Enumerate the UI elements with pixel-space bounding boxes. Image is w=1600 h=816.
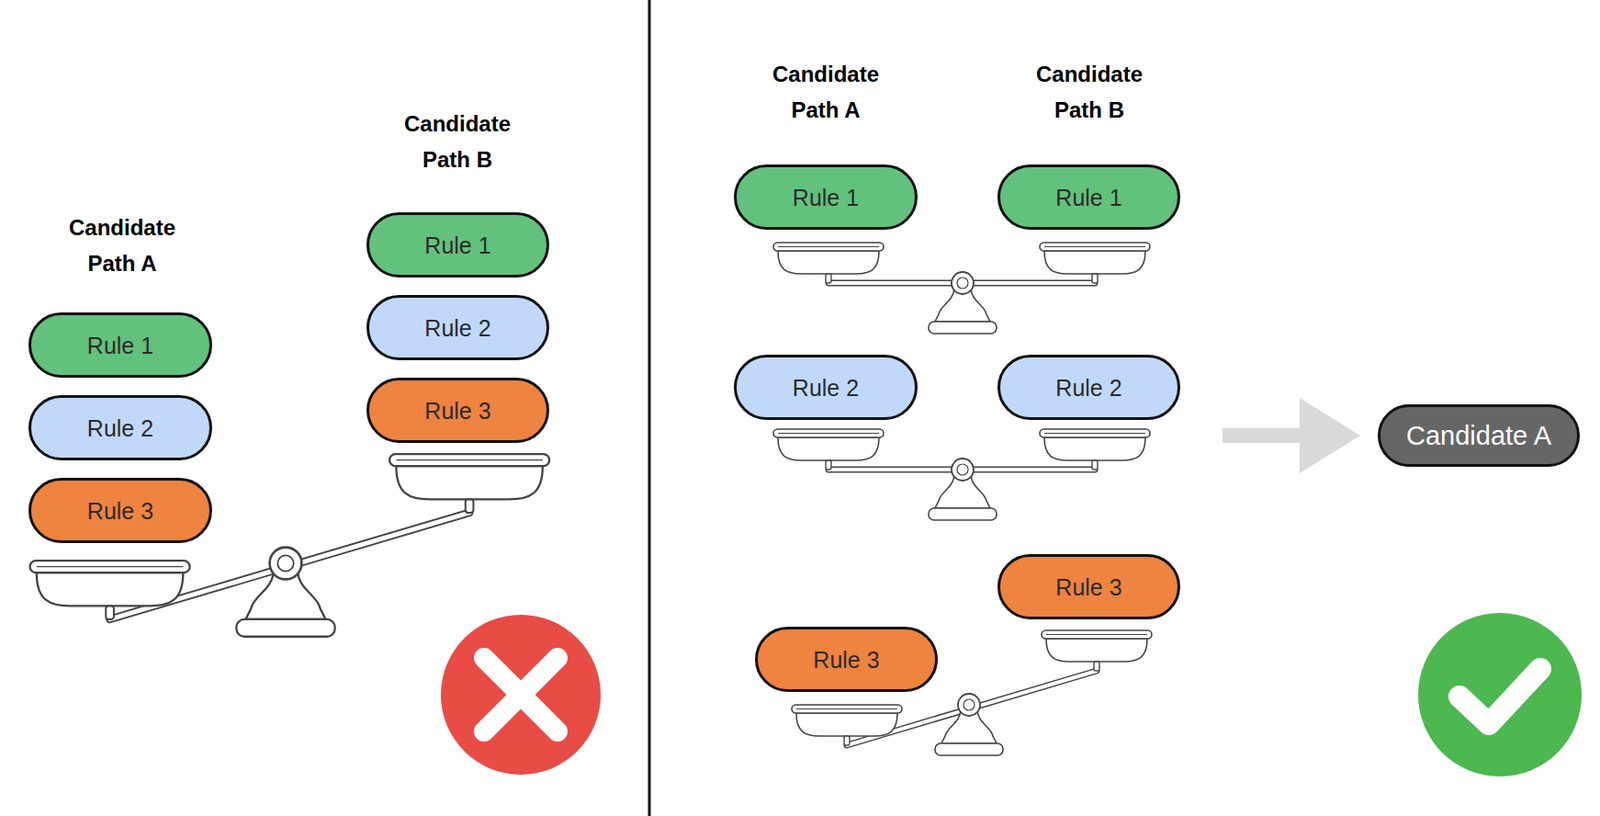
rule-box: Rule 1 (733, 164, 918, 230)
box-label: Rule 2 (87, 414, 154, 442)
scale-pan (773, 242, 884, 283)
rule-box: Rule 1 (366, 212, 550, 278)
scale-pan (1039, 428, 1150, 470)
accept-circle (1418, 612, 1582, 777)
check-stroke (1459, 668, 1541, 724)
reject-circle (440, 614, 601, 775)
scale-pivot (928, 458, 997, 520)
scale-pan (389, 453, 550, 513)
rule-box: Rule 2 (366, 294, 550, 361)
box-label: Rule 3 (812, 645, 879, 674)
result-arrow (1222, 397, 1361, 474)
cross-stroke (484, 657, 558, 732)
balance-scale (791, 630, 1152, 755)
box-label: Candidate A (1406, 419, 1552, 452)
panel-divider (648, 0, 652, 816)
rule-box: Rule 2 (733, 354, 918, 420)
rule-box: Rule 3 (997, 553, 1181, 620)
box-label: Rule 1 (424, 231, 491, 260)
scale-pan (791, 704, 902, 745)
column-heading: Candidate Path A (48, 209, 196, 282)
rule-box: Rule 2 (997, 354, 1181, 420)
box-label: Rule 2 (1055, 373, 1122, 402)
balance-scale (773, 242, 1150, 334)
scale-pivot (928, 271, 997, 334)
scale-pivot (935, 693, 1003, 755)
rule-box: Rule 3 (28, 477, 213, 543)
box-label: Rule 2 (792, 373, 859, 402)
balance-scale (773, 428, 1150, 520)
scale-pan (1039, 242, 1150, 283)
box-label: Rule 1 (87, 331, 154, 360)
result-box: Candidate A (1377, 404, 1580, 467)
box-label: Rule 3 (424, 396, 491, 425)
rule-box: Rule 3 (754, 626, 938, 692)
reject-mark (440, 614, 601, 775)
rule-box: Rule 3 (366, 377, 550, 443)
scale-pivot (236, 547, 335, 637)
scale-pan (30, 560, 191, 620)
scale-pan (1041, 630, 1152, 671)
scale-pan (773, 428, 884, 470)
box-label: Rule 2 (424, 314, 491, 342)
rule-box: Rule 1 (28, 312, 213, 378)
box-label: Rule 3 (1055, 573, 1122, 601)
cross-stroke (484, 657, 558, 732)
column-heading: Candidate Path B (383, 105, 531, 178)
column-heading: Candidate Path B (1015, 56, 1163, 128)
rule-box: Rule 1 (997, 164, 1181, 230)
box-label: Rule 1 (1055, 183, 1122, 212)
box-label: Rule 3 (87, 496, 154, 525)
box-label: Rule 1 (792, 183, 859, 212)
column-heading: Candidate Path A (752, 56, 900, 128)
rule-box: Rule 2 (28, 394, 213, 461)
accept-mark (1418, 612, 1582, 777)
